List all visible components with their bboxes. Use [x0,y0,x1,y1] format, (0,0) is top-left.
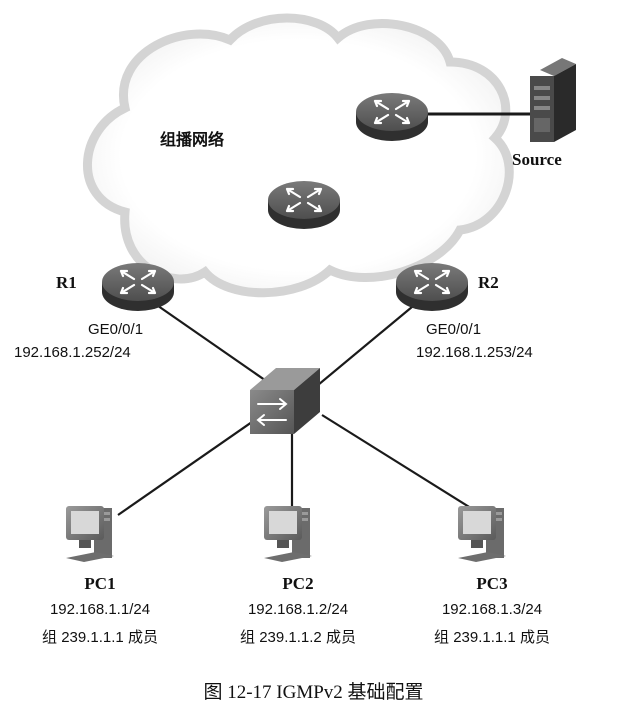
r2-label: R2 [478,273,499,292]
link-r1-switch [137,291,273,386]
source-label: Source [512,150,562,169]
pc3-group-label: 组 239.1.1.1 成员 [434,629,550,646]
link-switch-pc3 [321,414,483,516]
pc2-icon [264,506,312,562]
pc3-label: PC3 [476,574,508,593]
pc1-group-label: 组 239.1.1.1 成员 [42,629,158,646]
multicast-cloud [83,13,514,298]
link-switch-pc1 [117,414,263,516]
cloud-router-top [354,91,430,143]
cloud-router-middle [266,179,342,231]
pc1-label: PC1 [84,574,116,593]
pc3-icon [458,506,506,562]
pc1-ip-label: 192.168.1.1/24 [49,601,151,618]
r2-port-label: GE0/0/1 [426,321,482,338]
pc2-ip-label: 192.168.1.2/24 [247,601,349,618]
router-r2-icon [394,261,470,313]
router-r1-icon [100,261,176,313]
figure-caption: 图 12-17 IGMPv2 基础配置 [203,682,424,703]
switch-icon [250,368,320,434]
pc2-group-label: 组 239.1.1.2 成员 [240,629,356,646]
r2-ip-label: 192.168.1.253/24 [416,344,533,361]
cloud-label: 组播网络 [160,132,225,149]
pc2-label: PC2 [282,574,314,593]
r1-ip-label: 192.168.1.252/24 [14,344,131,361]
pc3-ip-label: 192.168.1.3/24 [441,601,543,618]
source-server-icon [530,58,576,142]
pc1-icon [66,506,114,562]
r1-port-label: GE0/0/1 [88,321,144,338]
r1-label: R1 [56,273,77,292]
